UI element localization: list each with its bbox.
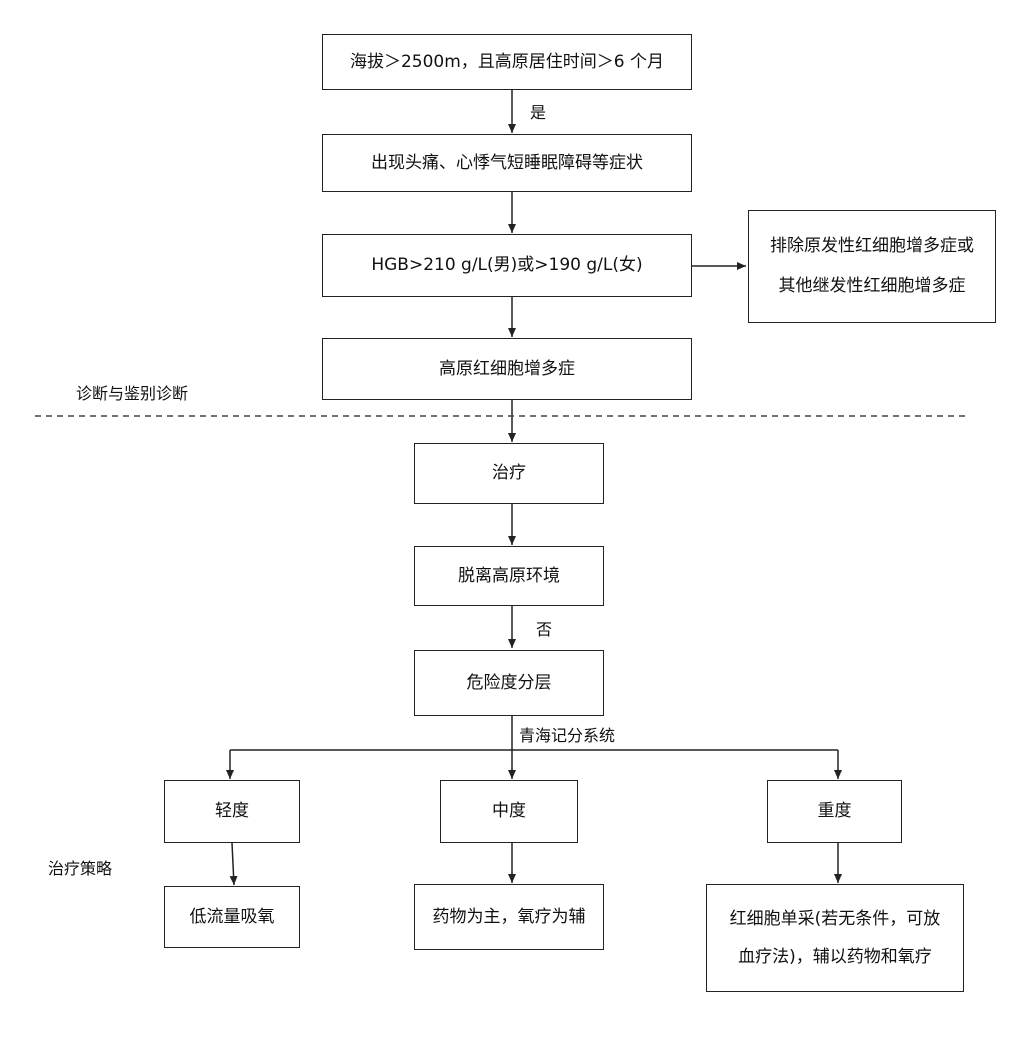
severe-text: 重度 [817,801,852,822]
no-label: 否 [536,620,553,639]
altitude-condition-box: 海拔＞2500m，且高原居住时间＞6 个月 [322,34,692,90]
symptoms-text: 出现头痛、心悸气短睡眠障碍等症状 [371,152,643,173]
severe-treatment-line-1: 红细胞单采(若无条件，可放 [729,908,941,929]
mild-text: 轻度 [215,801,249,822]
moderate-text: 中度 [492,801,526,822]
section-label-strategy: 治疗策略 [48,859,113,878]
exclusion-box: 排除原发性红细胞增多症或 其他继发性红细胞增多症 [748,210,996,323]
moderate-treatment-box: 药物为主，氧疗为辅 [414,884,604,950]
mild-box: 轻度 [164,780,300,843]
diagnosis-text: 高原红细胞增多症 [439,358,575,379]
treatment-text: 治疗 [492,463,526,484]
severe-box: 重度 [767,780,902,843]
yes-label: 是 [530,103,547,122]
section-label-diagnosis: 诊断与鉴别诊断 [76,384,189,403]
hgb-criteria-box: HGB>210 g/L(男)或>190 g/L(女) [322,234,692,297]
leave-plateau-box: 脱离高原环境 [414,546,604,606]
mild-treatment-text: 低流量吸氧 [189,906,275,927]
severe-treatment-box: 红细胞单采(若无条件，可放 血疗法)，辅以药物和氧疗 [706,884,964,992]
altitude-condition-text: 海拔＞2500m，且高原居住时间＞6 个月 [349,51,665,72]
leave-plateau-text: 脱离高原环境 [458,565,560,586]
treatment-box: 治疗 [414,443,604,504]
risk-stratification-box: 危险度分层 [414,650,604,716]
exclusion-line-2: 其他继发性红细胞增多症 [778,276,966,297]
scoring-system-label: 青海记分系统 [519,726,616,745]
moderate-treatment-text: 药物为主，氧疗为辅 [432,906,586,927]
diagnosis-box: 高原红细胞增多症 [322,338,692,400]
hgb-criteria-text: HGB>210 g/L(男)或>190 g/L(女) [371,255,643,276]
risk-stratification-text: 危险度分层 [466,672,552,693]
mild-treatment-box: 低流量吸氧 [164,886,300,948]
arrow-mild-to-treatment [229,842,238,886]
exclusion-line-1: 排除原发性红细胞增多症或 [770,236,974,257]
severe-treatment-line-2: 血疗法)，辅以药物和氧疗 [738,946,932,967]
symptoms-box: 出现头痛、心悸气短睡眠障碍等症状 [322,134,692,192]
moderate-box: 中度 [440,780,578,843]
